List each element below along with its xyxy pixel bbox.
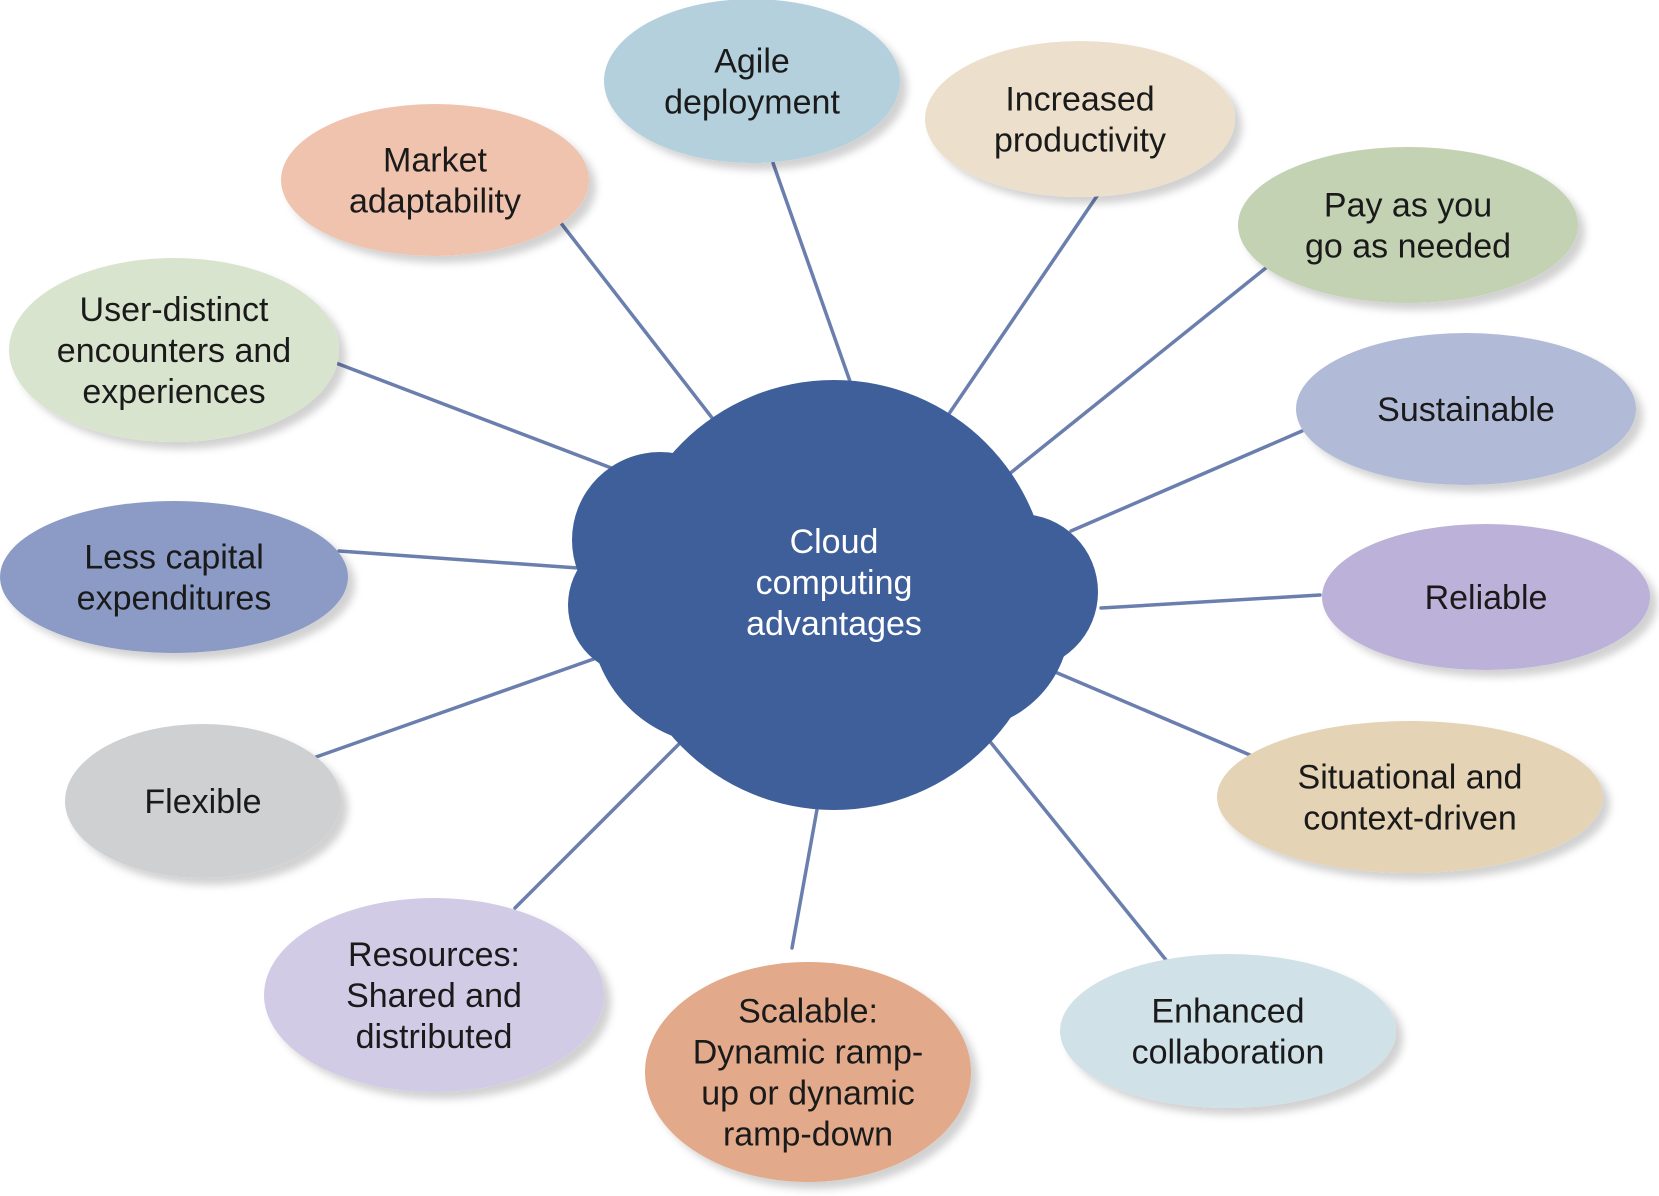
center-label-line: computing xyxy=(756,564,913,602)
connector-reliable xyxy=(1099,593,1322,610)
bubble-label-line: deployment xyxy=(664,84,840,122)
bubble-scalable: Scalable:Dynamic ramp-up or dynamicramp-… xyxy=(645,962,971,1182)
bubble-shape xyxy=(925,41,1235,197)
bubble-label-line: encounters and xyxy=(57,332,291,370)
bubble-shape xyxy=(0,501,348,653)
bubble-shape xyxy=(604,0,900,163)
connector-enhanced-collaboration xyxy=(965,711,1168,962)
bubble-shape xyxy=(1217,721,1603,873)
connector-flexible xyxy=(314,653,607,759)
bubble-shape xyxy=(1296,333,1636,485)
bubble-shape xyxy=(1322,524,1650,670)
bubble-label-line: expenditures xyxy=(77,580,272,618)
bubble-shape xyxy=(65,724,341,878)
bubble-label-line: go as needed xyxy=(1305,228,1511,266)
bubble-shape xyxy=(264,898,604,1092)
bubble-label-line: adaptability xyxy=(349,183,521,221)
cloud-shape xyxy=(568,380,1098,810)
bubble-shape xyxy=(281,104,589,256)
bubble-label-line: Resources: xyxy=(348,936,520,974)
bubble-shape xyxy=(645,962,971,1182)
bubble-label-line: User-distinct xyxy=(80,291,269,329)
connector-increased-productivity xyxy=(936,191,1101,432)
connector-user-distinct xyxy=(334,361,658,487)
bubble-label-line: Reliable xyxy=(1425,579,1548,617)
connector-sustainable xyxy=(1069,429,1304,533)
bubble-label-line: Pay as you xyxy=(1324,187,1492,225)
bubble-label-line: Dynamic ramp- xyxy=(693,1034,923,1072)
center-label-line: Cloud xyxy=(790,523,879,561)
bubble-label-line: ramp-down xyxy=(723,1116,893,1154)
bubble-label-line: context-driven xyxy=(1303,800,1517,838)
bubble-label-line: Shared and xyxy=(346,977,522,1015)
bubble-label-line: Scalable: xyxy=(738,993,878,1031)
center-label-line: advantages xyxy=(746,605,922,643)
bubble-label-line: up or dynamic xyxy=(701,1075,915,1113)
bubble-label-line: Less capital xyxy=(84,539,264,577)
bubble-label-line: Market xyxy=(383,142,487,180)
bubble-flexible: Flexible xyxy=(65,724,341,878)
bubble-label-line: Enhanced xyxy=(1151,993,1304,1031)
bubble-label-line: Increased xyxy=(1005,81,1154,119)
bubble-sustainable: Sustainable xyxy=(1296,333,1636,485)
bubble-label-line: Agile xyxy=(714,43,790,81)
connector-pay-as-you-go xyxy=(991,265,1269,489)
bubble-shape xyxy=(1060,954,1396,1108)
bubble-label-line: collaboration xyxy=(1132,1034,1325,1072)
bubble-label-line: productivity xyxy=(994,122,1166,160)
bubble-label-line: Flexible xyxy=(144,783,261,821)
connector-situational xyxy=(1039,664,1252,757)
bubble-shape xyxy=(1238,147,1578,303)
connector-less-capital xyxy=(337,549,580,570)
connector-agile-deployment xyxy=(771,161,866,423)
bubble-shape xyxy=(9,258,339,442)
bubble-label-line: experiences xyxy=(82,373,265,411)
bubble-label-line: Sustainable xyxy=(1377,391,1555,429)
bubble-label-line: distributed xyxy=(356,1018,513,1056)
bubble-reliable: Reliable xyxy=(1322,524,1650,670)
bubble-label-line: Situational and xyxy=(1298,759,1523,797)
